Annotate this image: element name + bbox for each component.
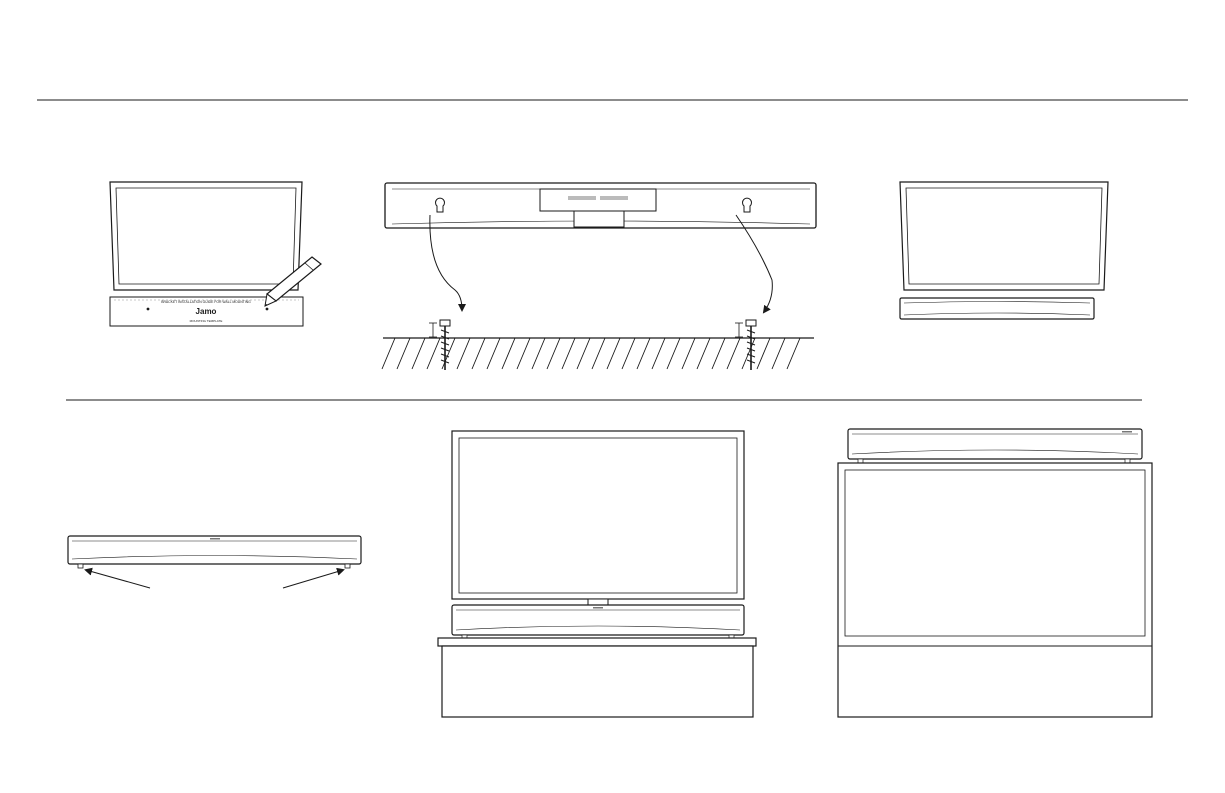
wall-hatch-line xyxy=(772,338,785,369)
wall-hatch-line xyxy=(517,338,530,369)
wall-hatch-line xyxy=(397,338,410,369)
panel-on-top xyxy=(838,429,1152,717)
tv-cabinet xyxy=(838,463,1152,717)
wall-hatch-line xyxy=(652,338,665,369)
panel-template-marking: BRACKET INSTALLATION GUIDE FOR WALL MOUN… xyxy=(110,182,321,326)
foot-right xyxy=(345,564,350,568)
cable-cover xyxy=(574,211,624,227)
arrow-icon xyxy=(86,570,150,588)
soundbar xyxy=(452,605,744,638)
soundbar xyxy=(68,536,361,568)
tv xyxy=(452,431,744,605)
wall-hatch-line xyxy=(427,338,440,369)
tv-neck xyxy=(588,599,608,605)
screw-icon xyxy=(735,320,756,370)
wall-hatch-line xyxy=(382,338,395,369)
wall-hatch-line xyxy=(697,338,710,369)
tv-cabinet xyxy=(438,638,756,717)
connector-panel xyxy=(540,189,656,211)
wall-hatch-line xyxy=(637,338,650,369)
arrow-icon xyxy=(430,215,462,310)
panel-rubber-feet xyxy=(68,536,361,588)
wall-hatch-line xyxy=(727,338,740,369)
wall-hatch-line xyxy=(532,338,545,369)
tv xyxy=(900,182,1108,290)
keyhole-left xyxy=(436,198,445,212)
wall-hatch-line xyxy=(562,338,575,369)
wall-hatch-line xyxy=(547,338,560,369)
wall-hatch-line xyxy=(487,338,500,369)
template-top-text: BRACKET INSTALLATION GUIDE FOR WALL MOUN… xyxy=(161,300,251,304)
wall-hatch-line xyxy=(712,338,725,369)
wall-hatch-line xyxy=(682,338,695,369)
wall-hatch-line xyxy=(667,338,680,369)
panel-wall-mounted-result xyxy=(900,182,1108,319)
arrow-icon xyxy=(283,570,343,588)
wall-hatch-line xyxy=(577,338,590,369)
template-bottom-text: MOUNTING TEMPLATE xyxy=(190,319,223,323)
arrow-icon xyxy=(736,215,772,312)
wall-hatch-line xyxy=(592,338,605,369)
tv xyxy=(110,182,302,290)
panel-tabletop-in-front xyxy=(438,431,756,717)
wall-hatch-line xyxy=(502,338,515,369)
soundbar xyxy=(848,429,1142,463)
wall-hatch-line xyxy=(787,338,800,369)
soundbar xyxy=(900,298,1094,319)
panel-wall-mounting xyxy=(382,183,816,370)
wall-hatch-line xyxy=(412,338,425,369)
wall-hatch-line xyxy=(607,338,620,369)
wall-hatch-line xyxy=(457,338,470,369)
keyhole-right xyxy=(743,198,752,212)
screw-icon xyxy=(429,320,450,370)
template-brand: Jamo xyxy=(196,307,217,316)
wall-hatch-line xyxy=(622,338,635,369)
wall-hatch-line xyxy=(757,338,770,369)
soundbar-back xyxy=(385,183,816,228)
wall-hatch-line xyxy=(472,338,485,369)
foot-left xyxy=(78,564,83,568)
